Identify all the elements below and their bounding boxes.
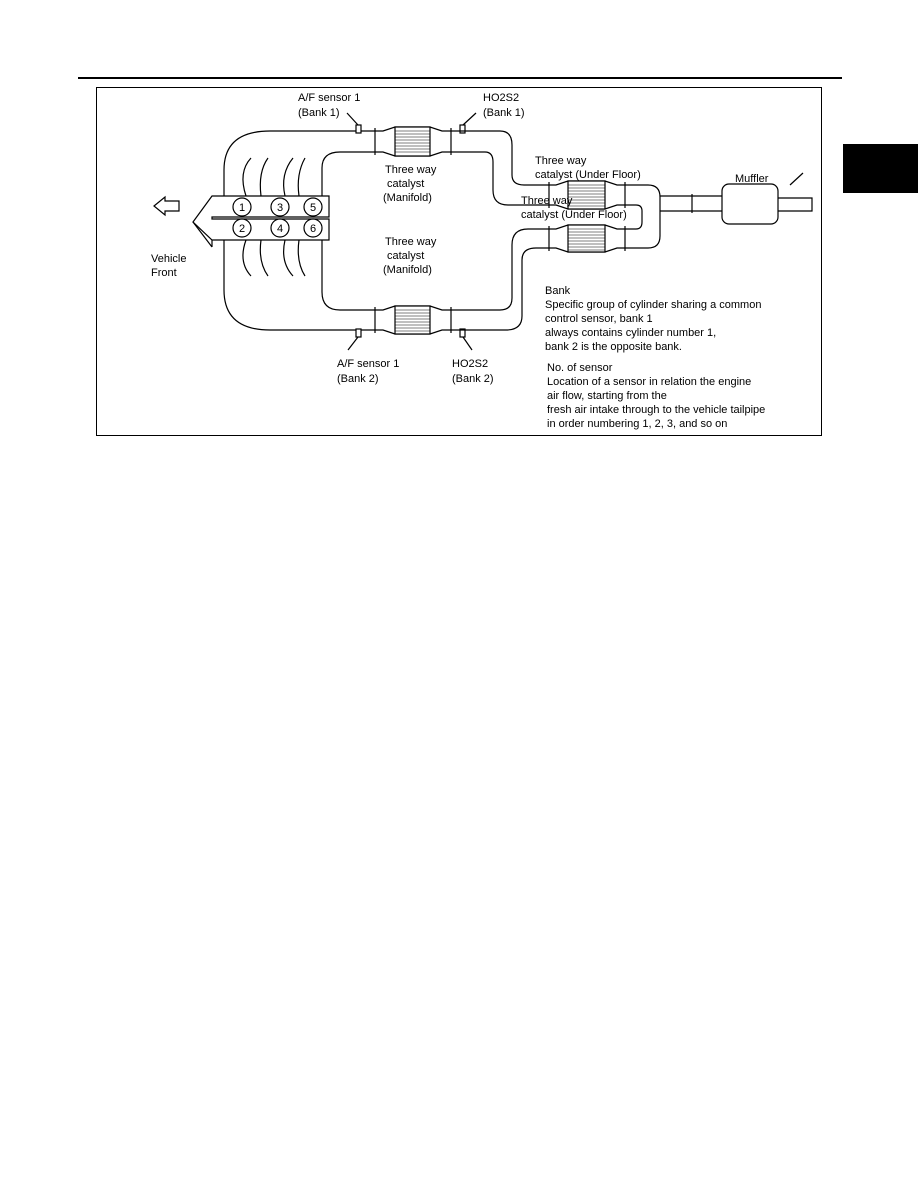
section-tab bbox=[843, 144, 918, 193]
engine-block bbox=[192, 195, 330, 241]
vehicle-front-label-2: Front bbox=[151, 267, 177, 279]
diagram-frame bbox=[96, 87, 822, 436]
twc-manifold-bank2-label-3: (Manifold) bbox=[383, 264, 432, 276]
svg-text:2: 2 bbox=[239, 223, 245, 235]
underfloor-catalyst-bank1 bbox=[545, 180, 630, 210]
ho2s2-bank1-label: HO2S2 bbox=[483, 92, 519, 104]
svg-text:5: 5 bbox=[310, 202, 316, 214]
cylinder-3: 3 bbox=[270, 197, 290, 217]
af-sensor-bank1-label: A/F sensor 1 bbox=[298, 92, 360, 104]
ho2s2-bank1-label-sub: (Bank 1) bbox=[483, 107, 525, 119]
cylinder-6: 6 bbox=[303, 218, 323, 238]
sensor-note-line: Location of a sensor in relation the eng… bbox=[547, 376, 751, 388]
af-sensor-bank1-label-sub: (Bank 1) bbox=[298, 107, 340, 119]
muffler-body bbox=[721, 183, 779, 225]
exhaust-manifold-bank1 bbox=[223, 130, 370, 197]
twc-manifold-bank2-label: Three way bbox=[385, 236, 437, 248]
af-sensor-bank2-label-sub: (Bank 2) bbox=[337, 373, 379, 385]
af-sensor-bank1-icon bbox=[355, 124, 362, 134]
ho2s2-bank1-icon bbox=[459, 124, 466, 134]
muffler-label: Muffler bbox=[735, 173, 769, 185]
bank-note-line: always contains cylinder number 1, bbox=[545, 327, 716, 339]
twc-underfloor-bank2-label-2: catalyst (Under Floor) bbox=[521, 209, 627, 221]
twc-manifold-bank1-label-3: (Manifold) bbox=[383, 192, 432, 204]
bank-note-line: bank 2 is the opposite bank. bbox=[545, 341, 682, 353]
pipe-bank1 bbox=[455, 130, 545, 186]
twc-manifold-bank1-label-2: catalyst bbox=[387, 178, 424, 190]
ho2s2-bank2-label: HO2S2 bbox=[452, 358, 488, 370]
ho2s2-bank2-label-sub: (Bank 2) bbox=[452, 373, 494, 385]
exhaust-manifold-bank2 bbox=[223, 239, 370, 331]
svg-text:4: 4 bbox=[277, 223, 283, 235]
ho2s2-bank2-icon bbox=[459, 328, 466, 338]
svg-text:3: 3 bbox=[277, 202, 283, 214]
af-sensor-bank2-icon bbox=[355, 328, 362, 338]
header-rule bbox=[78, 77, 842, 79]
sensor-note-title: No. of sensor bbox=[547, 362, 613, 374]
manifold-catalyst-bank1 bbox=[370, 126, 455, 157]
cylinder-1: 1 bbox=[232, 197, 252, 217]
sensor-note-line: air flow, starting from the bbox=[547, 390, 667, 402]
svg-text:6: 6 bbox=[310, 223, 316, 235]
pipe-bank2 bbox=[455, 228, 545, 311]
cylinder-5: 5 bbox=[303, 197, 323, 217]
vehicle-front-label: Vehicle bbox=[151, 253, 186, 265]
y-pipe bbox=[630, 184, 661, 249]
twc-underfloor-bank1-label: Three way bbox=[535, 155, 587, 167]
cylinder-2: 2 bbox=[232, 218, 252, 238]
bank-note-title: Bank bbox=[545, 285, 571, 297]
twc-manifold-bank2-label-2: catalyst bbox=[387, 250, 424, 262]
cylinder-4: 4 bbox=[270, 218, 290, 238]
bank-note-line: Specific group of cylinder sharing a com… bbox=[545, 299, 761, 311]
underfloor-catalyst-bank2 bbox=[545, 224, 630, 253]
sensor-note-line: in order numbering 1, 2, 3, and so on bbox=[547, 418, 727, 430]
tailpipe bbox=[778, 197, 813, 212]
twc-underfloor-bank2-label: Three way bbox=[521, 195, 573, 207]
twc-underfloor-bank1-label-2: catalyst (Under Floor) bbox=[535, 169, 641, 181]
af-sensor-bank2-label: A/F sensor 1 bbox=[337, 358, 399, 370]
sensor-note-line: fresh air intake through to the vehicle … bbox=[547, 404, 765, 416]
twc-manifold-bank1-label: Three way bbox=[385, 164, 437, 176]
bank-note-line: control sensor, bank 1 bbox=[545, 313, 653, 325]
manifold-catalyst-bank2 bbox=[370, 305, 455, 335]
svg-text:1: 1 bbox=[239, 202, 245, 214]
vehicle-front-arrow-icon bbox=[153, 195, 180, 217]
